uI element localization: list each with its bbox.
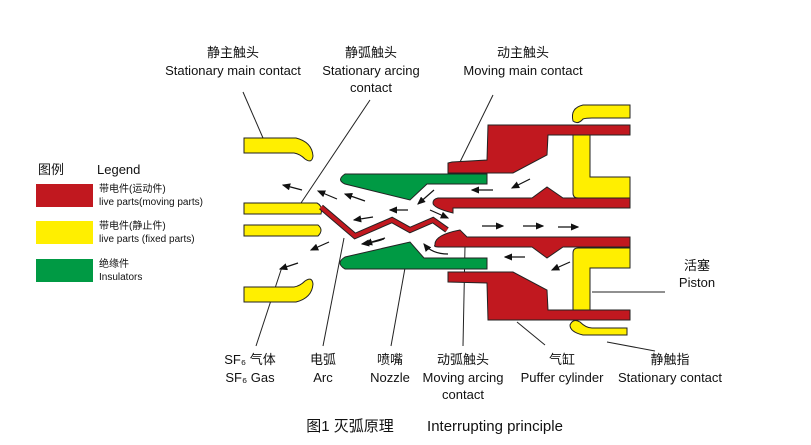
label-stationary-contact-en: Stationary contact bbox=[618, 370, 722, 385]
label-moving-main-cn: 动主触头 bbox=[497, 45, 549, 60]
label-moving-main-en: Moving main contact bbox=[463, 63, 583, 78]
label-stationary-arcing-cn: 静弧触头 bbox=[345, 45, 397, 60]
label-stationary-main-en: Stationary main contact bbox=[165, 63, 301, 78]
label-moving-arcing-cn: 动弧触头 bbox=[437, 352, 489, 367]
legend-moving-en: live parts(moving parts) bbox=[99, 197, 203, 208]
label-puffer-cylinder-cn: 气缸 bbox=[549, 352, 575, 367]
legend-title-cn: 图例 bbox=[38, 162, 64, 177]
label-moving-arcing-en2: contact bbox=[442, 387, 484, 402]
piston-top bbox=[572, 134, 631, 199]
label-stationary-main-cn: 静主触头 bbox=[207, 45, 259, 60]
legend-fixed-en: live parts (fixed parts) bbox=[99, 234, 195, 245]
stationary-main-contact-bottom bbox=[243, 278, 314, 303]
leader-lines bbox=[242, 91, 665, 352]
label-stationary-contact-cn: 静触指 bbox=[650, 352, 689, 367]
label-moving-arcing-en1: Moving arcing bbox=[423, 370, 504, 385]
label-stationary-arcing-en2: contact bbox=[350, 80, 392, 95]
label-arc-cn: 电弧 bbox=[310, 352, 336, 367]
label-piston-en: Piston bbox=[679, 275, 715, 290]
label-sf6-cn: SF₆ 气体 bbox=[224, 352, 275, 367]
stationary-contact-finger-top bbox=[572, 104, 631, 124]
legend-fixed-cn: 带电件(静止件) bbox=[99, 219, 166, 232]
stationary-contact-finger-bottom bbox=[569, 320, 628, 336]
moving-arcing-contact-lower bbox=[434, 229, 631, 259]
legend-swatch-moving bbox=[36, 184, 93, 207]
stationary-arcing-contact-upper bbox=[243, 202, 322, 215]
caption-en: Interrupting principle bbox=[427, 418, 563, 435]
label-nozzle-cn: 喷嘴 bbox=[377, 352, 403, 367]
legend-swatch-fixed bbox=[36, 221, 93, 244]
nozzle-bottom bbox=[339, 241, 488, 270]
label-sf6-en: SF₆ Gas bbox=[225, 370, 275, 385]
caption-cn: 图1 灭弧原理 bbox=[306, 418, 394, 435]
label-piston-cn: 活塞 bbox=[684, 258, 710, 273]
legend-insulator-en: Insulators bbox=[99, 272, 142, 283]
legend-insulator-cn: 绝缘件 bbox=[99, 257, 129, 270]
gas-flow-arrows bbox=[278, 178, 580, 271]
puffer-cylinder-top bbox=[447, 124, 631, 174]
legend-swatch-insulator bbox=[36, 259, 93, 282]
legend-moving-cn: 带电件(运动件) bbox=[99, 182, 166, 195]
legend: 图例 Legend 带电件(运动件) live parts(moving par… bbox=[36, 162, 203, 283]
label-stationary-arcing-en1: Stationary arcing bbox=[322, 63, 420, 78]
label-arc-en: Arc bbox=[313, 370, 333, 385]
legend-title-en: Legend bbox=[97, 162, 140, 177]
piston-bottom bbox=[572, 247, 631, 311]
puffer-cylinder-bottom bbox=[447, 271, 631, 321]
label-puffer-cylinder-en: Puffer cylinder bbox=[521, 370, 605, 385]
label-nozzle-en: Nozzle bbox=[370, 370, 410, 385]
nozzle-top bbox=[340, 173, 488, 201]
moving-arcing-contact-upper bbox=[432, 186, 631, 214]
stationary-arcing-contact-lower bbox=[243, 224, 322, 237]
stationary-main-contact-top bbox=[243, 137, 314, 162]
